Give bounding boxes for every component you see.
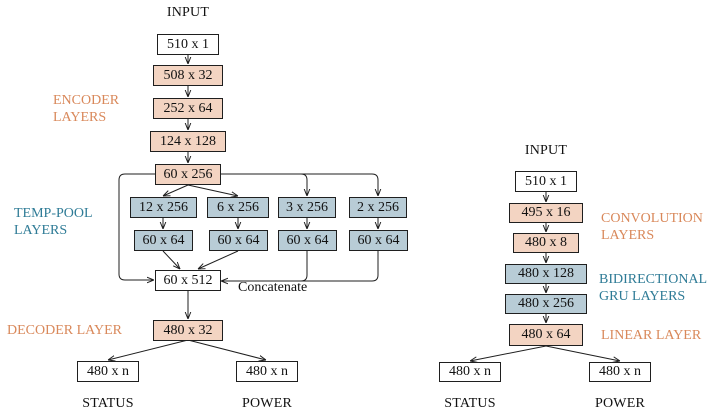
power-output-box: 480 x n <box>236 361 298 382</box>
linear-layer-label: LINEAR LAYER <box>601 328 702 343</box>
right-power-output-box: 480 x n <box>589 362 651 382</box>
right-status-output-box: 480 x n <box>439 362 501 382</box>
right-input-title: INPUT <box>524 143 568 158</box>
connector-out1-concat <box>162 250 180 269</box>
connector-r-linear-status <box>470 345 547 361</box>
left-input-title: INPUT <box>166 5 210 20</box>
connector-out2-concat <box>198 250 239 269</box>
encoder-box: 508 x 32 <box>153 65 223 86</box>
pool-output-box: 60 x 64 <box>349 230 408 251</box>
connector-decoder-power <box>187 339 266 360</box>
pool-box: 2 x 256 <box>349 197 407 218</box>
pool-output-box: 60 x 64 <box>278 230 337 251</box>
status-output-box: 480 x n <box>77 361 139 382</box>
encoder-box: 252 x 64 <box>153 98 223 119</box>
connector-enc4-pool2 <box>187 184 238 196</box>
linear-box: 480 x 64 <box>509 324 583 346</box>
bidirectional-gru-layers-label: BIDIRECTIONAL GRU LAYERS <box>599 272 708 305</box>
connector-enc4-pool3 <box>221 173 307 196</box>
right-power-label: POWER <box>595 396 645 411</box>
pool-output-box: 60 x 64 <box>209 230 268 251</box>
connector-decoder-status <box>108 339 189 360</box>
decoder-layer-label: DECODER LAYER <box>7 323 122 338</box>
status-label: STATUS <box>82 396 134 411</box>
connector-enc4-pool4 <box>221 173 378 196</box>
encoder-box: 60 x 256 <box>155 164 221 185</box>
connector-out3-concat <box>221 251 308 281</box>
encoder-box: 124 x 128 <box>150 131 226 152</box>
temp-pool-layers-label: TEMP-POOL LAYERS <box>14 206 93 239</box>
connector-out4-concat <box>300 251 379 282</box>
connector-skip <box>118 173 155 280</box>
concat-box: 60 x 512 <box>155 270 221 291</box>
right-status-label: STATUS <box>444 396 496 411</box>
gru-box: 480 x 256 <box>505 294 587 314</box>
pool-box: 12 x 256 <box>130 197 197 218</box>
convolution-box: 495 x 16 <box>509 203 583 223</box>
convolution-layers-label: CONVOLUTION LAYERS <box>601 211 703 244</box>
gru-box: 480 x 128 <box>505 264 587 284</box>
connectors <box>108 55 620 361</box>
power-label: POWER <box>242 396 292 411</box>
convolution-box: 480 x 8 <box>513 233 579 253</box>
pool-output-box: 60 x 64 <box>134 230 193 251</box>
pool-box: 3 x 256 <box>278 197 336 218</box>
decoder-box: 480 x 32 <box>153 320 223 341</box>
pool-box: 6 x 256 <box>207 197 269 218</box>
connector-r-linear-power <box>545 345 620 361</box>
right-input-box: 510 x 1 <box>515 171 577 192</box>
connector-enc4-pool1 <box>163 184 189 196</box>
concatenate-label: Concatenate <box>238 280 308 295</box>
encoder-layers-label: ENCODER LAYERS <box>53 93 120 126</box>
left-input-box: 510 x 1 <box>157 34 219 55</box>
